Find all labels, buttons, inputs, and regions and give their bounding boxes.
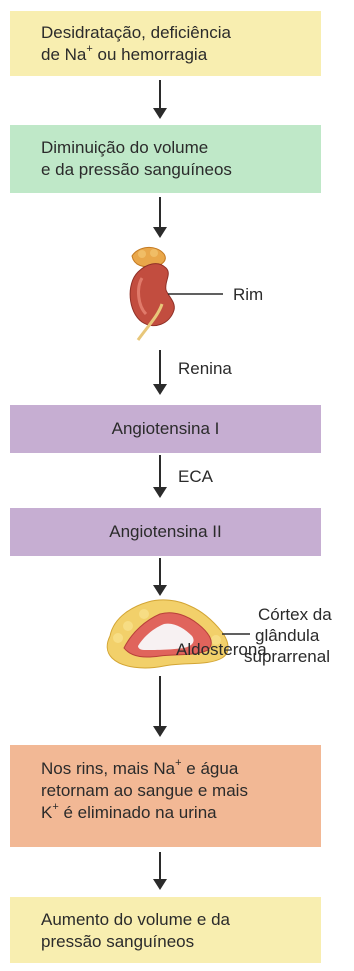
step1-sup: + (86, 43, 92, 55)
arrow-3 (153, 558, 167, 596)
step2-line1: Diminuição do volume (41, 137, 321, 159)
eca-label: ECA (178, 466, 213, 488)
step1-line2: de Na+ ou hemorragia (41, 44, 321, 66)
angiotensina-1-label: Angiotensina I (112, 418, 220, 440)
step-box-diminuicao: Diminuição do volume e da pressão sanguí… (10, 125, 321, 193)
step3-sup2: + (52, 801, 58, 813)
aldosterona-label: Aldosterona (176, 639, 267, 661)
adrenal-label-line1: Córtex da (257, 604, 332, 625)
renina-label: Renina (178, 358, 232, 380)
arrow-4 (153, 852, 167, 890)
step4-line1: Aumento do volume e da (41, 909, 321, 931)
step-box-aumento: Aumento do volume e da pressão sanguíneo… (10, 897, 321, 963)
step-box-angiotensina-2: Angiotensina II (10, 508, 321, 556)
step3-sup1: + (175, 757, 181, 769)
kidney-label: Rim (233, 284, 263, 306)
step1-line1: Desidratação, deficiência (41, 22, 321, 44)
step-box-angiotensina-1: Angiotensina I (10, 405, 321, 453)
angiotensina-2-label: Angiotensina II (109, 521, 221, 543)
step1-line2a: de Na (41, 45, 86, 64)
step3-line3: K+ é eliminado na urina (41, 802, 321, 824)
arrow-aldosterona (153, 676, 167, 737)
step3-line1b: e água (182, 759, 239, 778)
adrenal-label: Córtex da glândula suprarrenal (257, 604, 332, 667)
step3-line3a: K (41, 803, 52, 822)
step3-line1: Nos rins, mais Na+ e água (41, 758, 321, 780)
step3-line3b: é eliminado na urina (59, 803, 217, 822)
step1-line2b: ou hemorragia (93, 45, 207, 64)
arrow-2 (153, 197, 167, 238)
adrenal-gland-illustration (104, 596, 254, 676)
step4-line2: pressão sanguíneos (41, 931, 321, 953)
step-box-rins: Nos rins, mais Na+ e água retornam ao sa… (10, 745, 321, 847)
step-box-desidratacao: Desidratação, deficiência de Na+ ou hemo… (10, 11, 321, 76)
arrow-renina (153, 350, 167, 395)
step3-line1a: Nos rins, mais Na (41, 759, 175, 778)
step3-line2: retornam ao sangue e mais (41, 780, 321, 802)
arrow-1 (153, 80, 167, 119)
arrow-eca (153, 455, 167, 498)
step2-line2: e da pressão sanguíneos (41, 159, 321, 181)
kidney-illustration (118, 244, 228, 344)
